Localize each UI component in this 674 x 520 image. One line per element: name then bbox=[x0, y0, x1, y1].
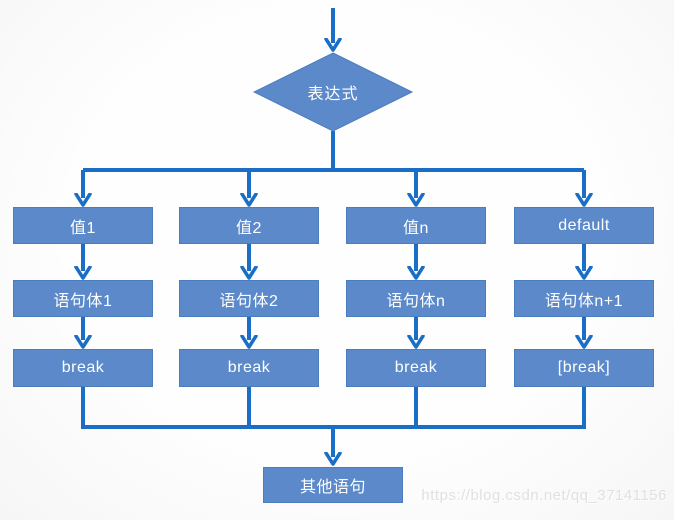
case-node-3: 值n bbox=[346, 207, 486, 244]
case-node-1: 值1 bbox=[13, 207, 153, 244]
break-node-1: break bbox=[13, 349, 153, 387]
break-node-2: break bbox=[179, 349, 319, 387]
case-node-2: 值2 bbox=[179, 207, 319, 244]
body-node-1: 语句体1 bbox=[13, 280, 153, 317]
case-node-default: default bbox=[514, 207, 654, 244]
body-node-default: 语句体n+1 bbox=[514, 280, 654, 317]
decision-node bbox=[252, 52, 414, 132]
body-node-3: 语句体n bbox=[346, 280, 486, 317]
end-node: 其他语句 bbox=[263, 467, 403, 503]
break-node-3: break bbox=[346, 349, 486, 387]
break-node-default: [break] bbox=[514, 349, 654, 387]
decision-node-label: 表达式 bbox=[307, 86, 359, 103]
watermark-text: https://blog.csdn.net/qq_37141156 bbox=[421, 487, 667, 504]
body-node-2: 语句体2 bbox=[179, 280, 319, 317]
